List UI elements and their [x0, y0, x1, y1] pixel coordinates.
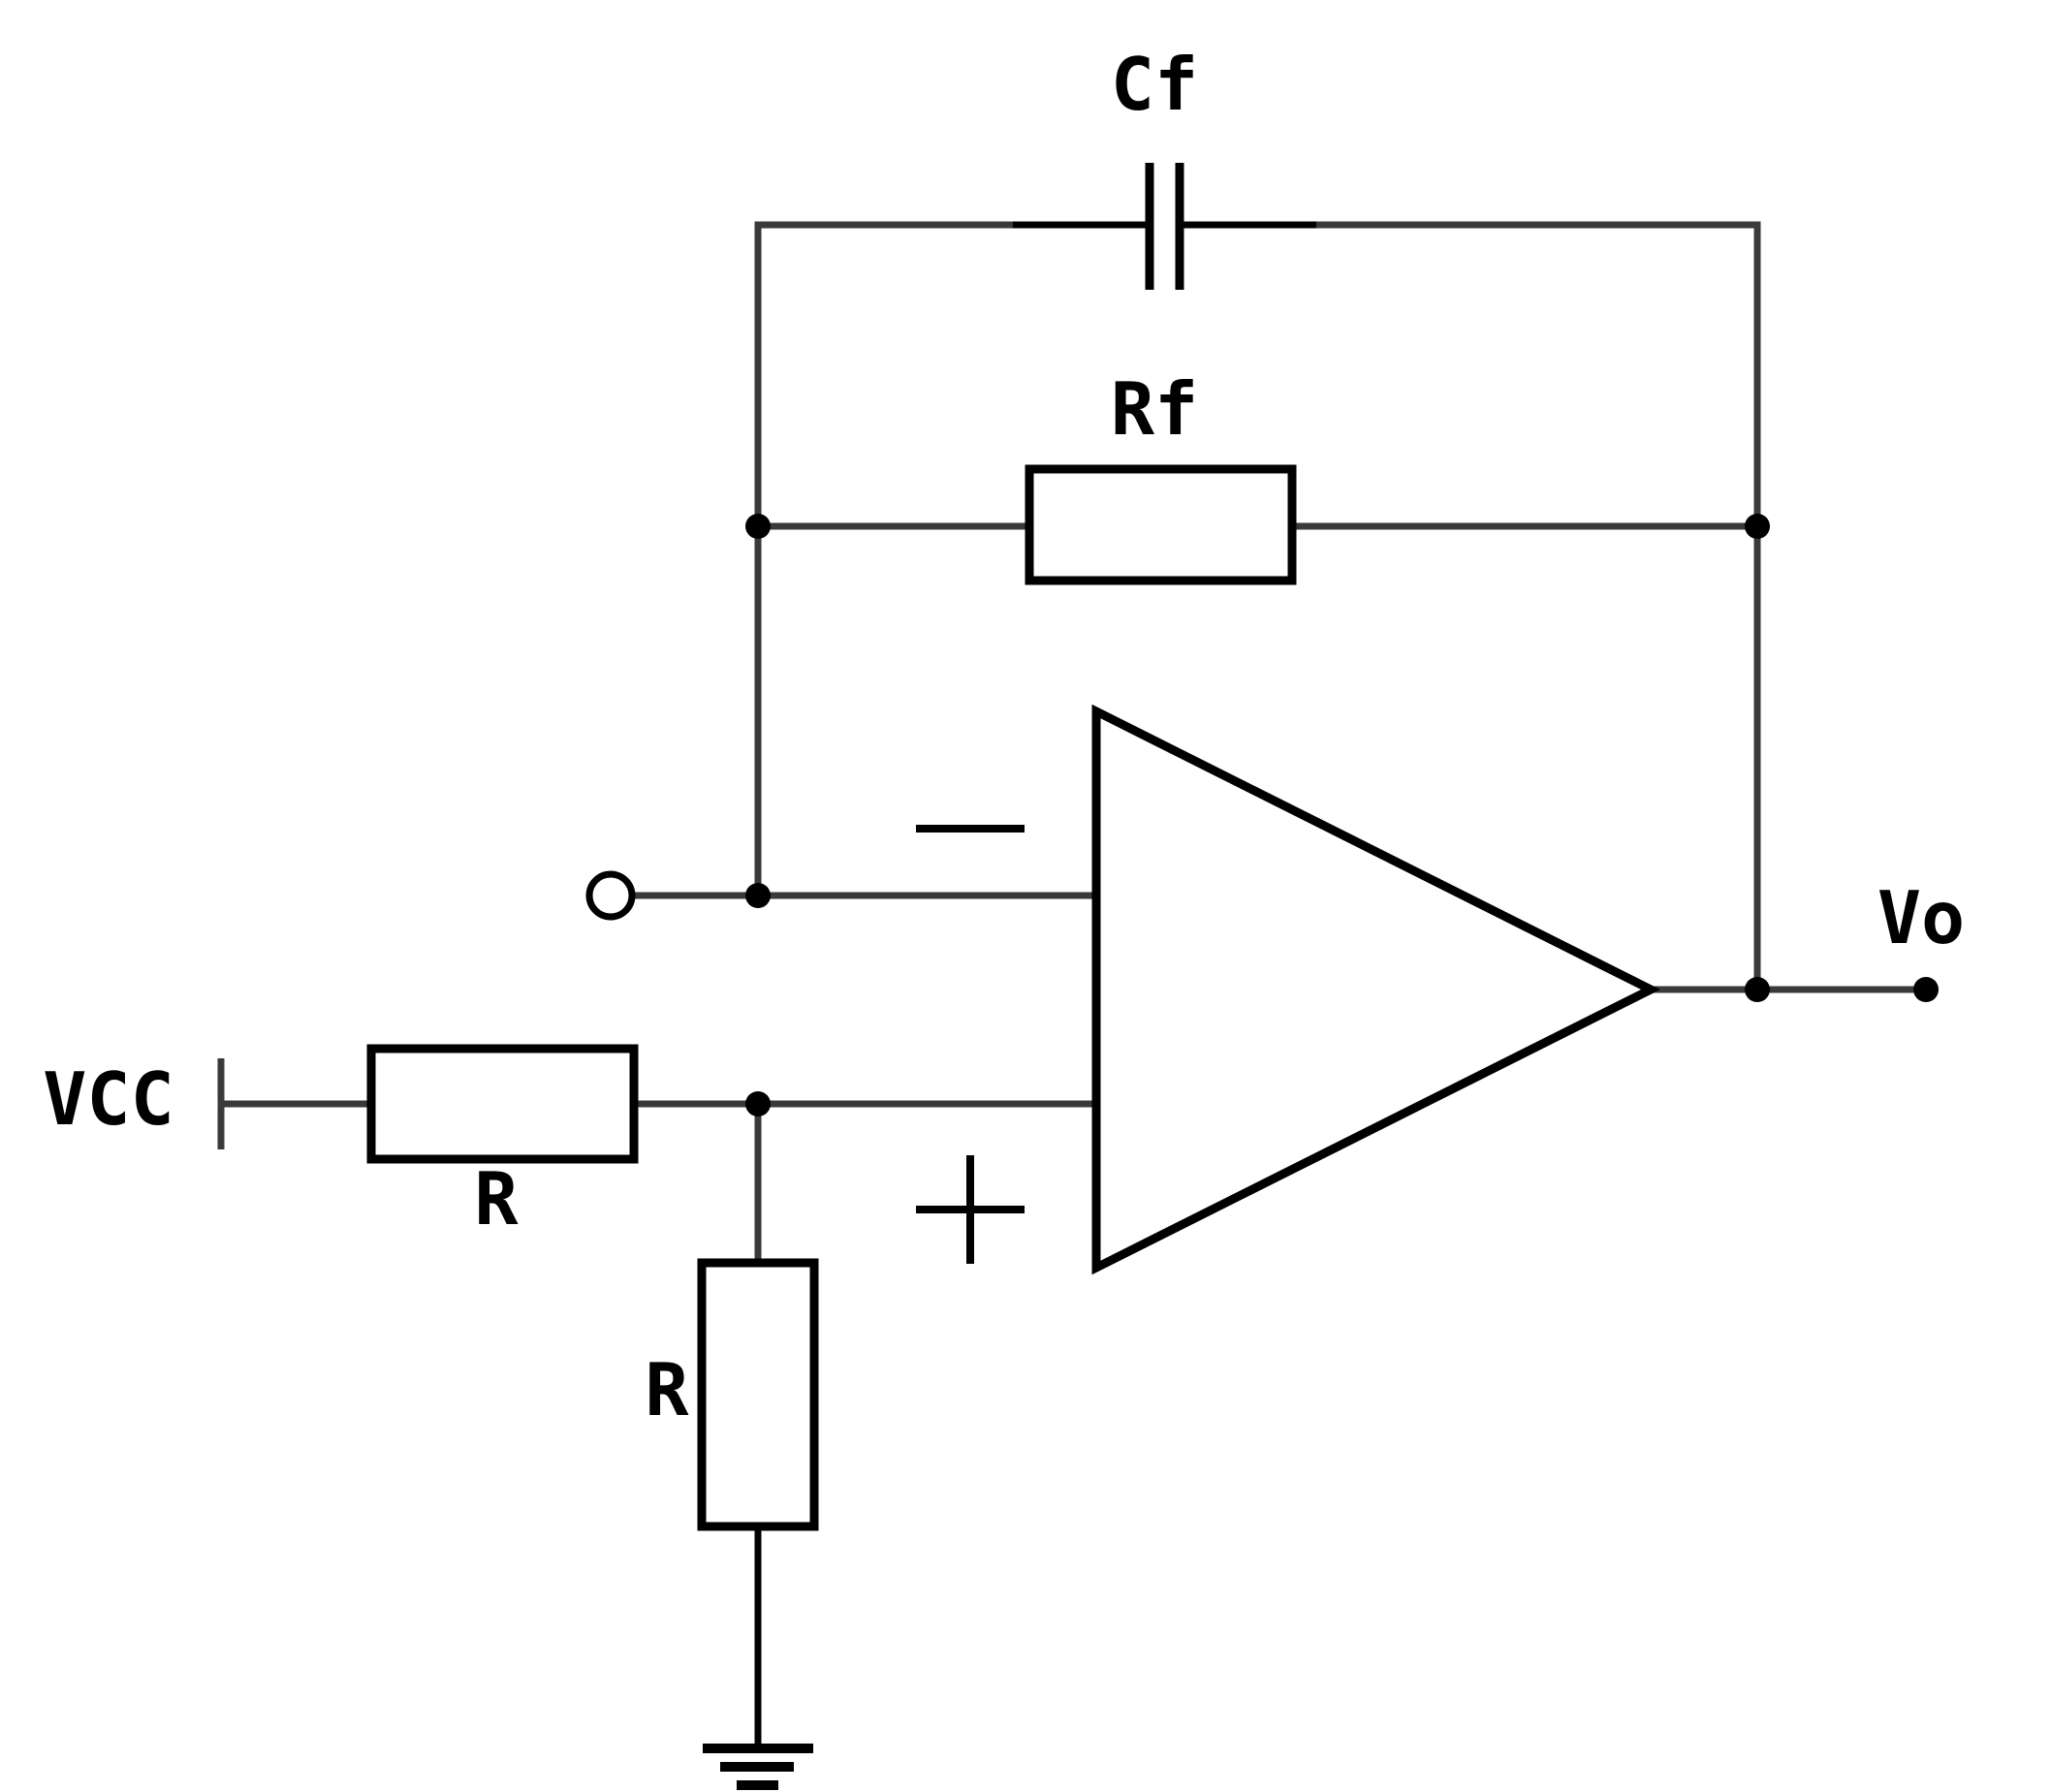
cf-label: Cf: [1111, 42, 1198, 127]
junction-dot-output-feedback: [1745, 977, 1770, 1002]
input-terminal-circle: [585, 870, 636, 921]
feedback-resistor-body: [1025, 464, 1297, 585]
plus-input-symbol: [916, 1155, 1025, 1264]
vcc-label: VCC: [43, 1056, 174, 1142]
feedback-capacitor: [1145, 163, 1184, 290]
shunt-resistor-body: [697, 1258, 819, 1531]
junction-dot-rf-left: [745, 514, 771, 539]
junction-dot-inverting-node: [745, 883, 771, 908]
series-resistor-label: R: [474, 1156, 519, 1242]
junction-dot-bias-node: [745, 1091, 771, 1116]
series-resistor-body: [366, 1044, 639, 1164]
wires: [217, 221, 1926, 1263]
ground-symbol: [703, 1744, 813, 1790]
component-leads: [754, 221, 1316, 1746]
output-terminal-dot: [1913, 977, 1939, 1002]
rf-label: Rf: [1111, 366, 1198, 452]
junction-dot-rf-right: [1745, 514, 1770, 539]
feedback-right-wire: [1183, 221, 1761, 990]
opamp-triangle: [1091, 704, 1661, 1275]
vo-label: Vo: [1877, 875, 1965, 960]
shunt-resistor-label: R: [645, 1347, 689, 1432]
